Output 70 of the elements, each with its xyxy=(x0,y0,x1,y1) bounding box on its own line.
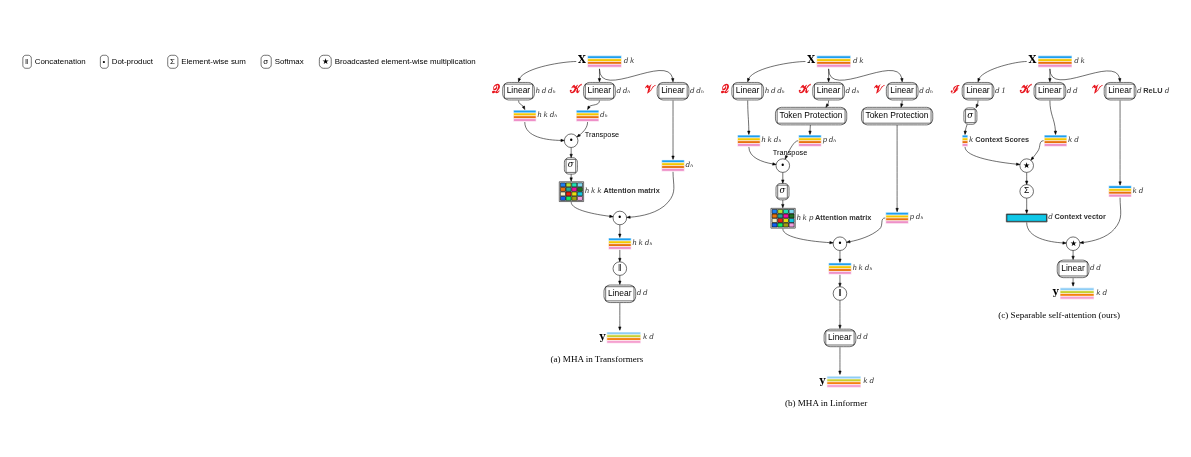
arrow xyxy=(671,99,675,160)
arrow xyxy=(618,249,622,262)
node-label: 𝒱 xyxy=(1092,82,1102,96)
node-label: 𝒦 xyxy=(799,82,810,96)
node-circle: Σ xyxy=(1019,183,1034,198)
arrow xyxy=(1049,68,1122,82)
node-circle: • xyxy=(612,210,627,225)
arrow xyxy=(587,99,600,110)
arrow xyxy=(626,171,675,219)
arrow xyxy=(895,124,899,212)
arrow xyxy=(618,224,622,238)
arrow xyxy=(618,274,622,285)
arrow xyxy=(747,60,806,82)
arrow xyxy=(838,249,842,263)
arrow xyxy=(838,299,842,329)
arrow xyxy=(825,99,830,108)
node-circle: • xyxy=(832,236,848,251)
arrow xyxy=(1071,249,1075,260)
arrow xyxy=(781,171,785,184)
arrow xyxy=(964,146,1021,166)
arrow xyxy=(808,124,812,135)
node-label: 𝒬 xyxy=(721,82,730,96)
arrow xyxy=(846,217,886,243)
arrow xyxy=(838,274,842,287)
arrow xyxy=(1071,277,1075,286)
arrow xyxy=(784,139,799,159)
arrow xyxy=(975,99,979,108)
node-label: 𝒬 xyxy=(491,82,500,96)
arrow xyxy=(1026,221,1067,244)
node-label: 𝒱 xyxy=(645,82,655,96)
arrow xyxy=(569,146,573,158)
arrow xyxy=(570,201,614,218)
arrow xyxy=(781,199,785,208)
arrow xyxy=(1025,171,1029,185)
node-circle: • xyxy=(775,158,790,173)
arrow xyxy=(1079,196,1122,244)
arrow xyxy=(900,99,904,108)
arrow xyxy=(838,346,842,375)
arrow xyxy=(828,68,904,82)
arrow xyxy=(518,60,577,82)
node-label: 𝒦 xyxy=(570,82,581,96)
arrow xyxy=(1118,99,1122,185)
arrow xyxy=(782,227,834,244)
arrow xyxy=(1025,197,1029,214)
arrow xyxy=(977,60,1027,82)
node-circle: ★ xyxy=(1066,236,1081,251)
node-label: 𝒦 xyxy=(1020,82,1031,96)
arrow xyxy=(518,99,526,110)
node-label: X xyxy=(577,52,586,65)
node-label: ℐ xyxy=(950,82,959,96)
node-circle: ‖ xyxy=(832,285,848,301)
node-label: X xyxy=(1028,52,1037,65)
node-circle: ‖ xyxy=(612,261,627,276)
label: (c) Separable self-attention (ours) xyxy=(998,309,1121,320)
arrow xyxy=(747,99,751,135)
label: (b) MHA in Linformer xyxy=(785,397,868,408)
label: (a) MHA in Transformers xyxy=(550,353,644,364)
node-label: X xyxy=(807,52,816,65)
arrow xyxy=(576,121,588,137)
arrow xyxy=(1030,139,1044,161)
node-label: y xyxy=(599,329,606,342)
arrow xyxy=(524,121,565,142)
arrow xyxy=(618,302,622,331)
node-label: y xyxy=(819,373,826,386)
arrow xyxy=(748,146,777,165)
arrow xyxy=(1049,99,1057,135)
arrow xyxy=(963,123,968,135)
arrow xyxy=(569,173,573,181)
node-label: 𝒱 xyxy=(874,82,884,96)
node-label: y xyxy=(1052,284,1059,297)
